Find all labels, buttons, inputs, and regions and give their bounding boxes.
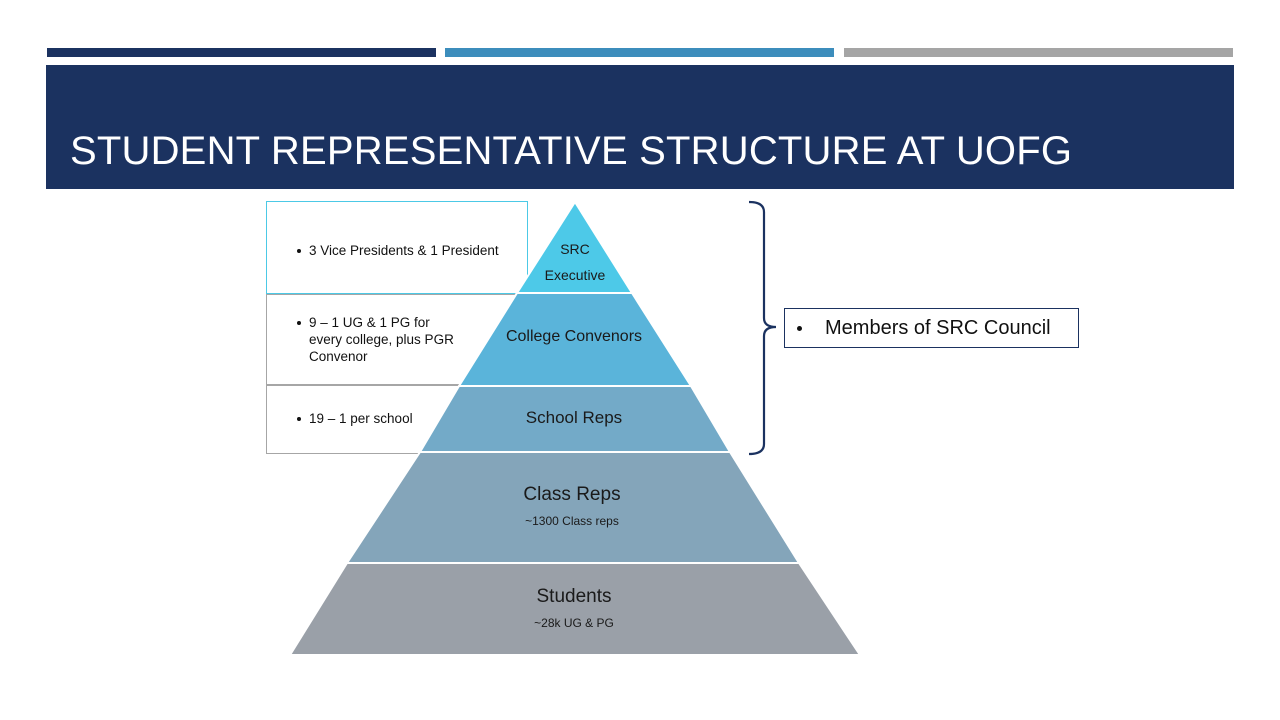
tier-label-line: SRC [560,241,590,257]
note-line: 9 – 1 UG & 1 PG for [309,315,430,330]
tier-label-class-reps: Class Reps ~1300 Class reps [472,484,672,528]
tier-sublabel: ~1300 Class reps [525,514,619,528]
note-bullet [297,417,301,421]
accent-bar-dark [47,48,436,57]
accent-bar-grey [844,48,1233,57]
tier-label-college-convenors: College Convenors [474,328,674,346]
tier-label-line: College Convenors [505,328,643,345]
council-bullet [797,326,802,331]
tier-label-school-reps: School Reps [474,408,674,428]
note-text-school-reps: 19 – 1 per school [309,410,519,427]
note-line: 19 – 1 per school [309,411,413,426]
tier-sublabel: ~28k UG & PG [534,616,614,630]
tier-label-students: Students ~28k UG & PG [474,586,674,630]
tier-label-line: Students [536,586,612,607]
accent-bar-blue [445,48,834,57]
brace-path [748,200,777,456]
council-callout: Members of SRC Council [784,308,1079,348]
note-line: every college, plus PGR [309,332,454,347]
tier-label-src-executive: SRC Executive [525,236,625,288]
slide-title: STUDENT REPRESENTATIVE STRUCTURE AT UOFG [70,129,1073,173]
note-line: Convenor [309,349,368,364]
note-line: 3 Vice Presidents & 1 President [309,243,499,258]
note-bullet [297,321,301,325]
tier-label-line: Class Reps [523,484,621,505]
tier-label-line: Executive [544,267,606,283]
council-label: Members of SRC Council [825,317,1051,339]
note-text-college-convenors: 9 – 1 UG & 1 PG for every college, plus … [309,314,519,365]
tier-label-line: School Reps [525,408,623,427]
note-box-src-executive: 3 Vice Presidents & 1 President [266,201,528,294]
note-bullet [297,249,301,253]
title-band: STUDENT REPRESENTATIVE STRUCTURE AT UOFG [46,65,1234,189]
tier-students [288,562,862,656]
note-text-src-executive: 3 Vice Presidents & 1 President [309,242,519,259]
